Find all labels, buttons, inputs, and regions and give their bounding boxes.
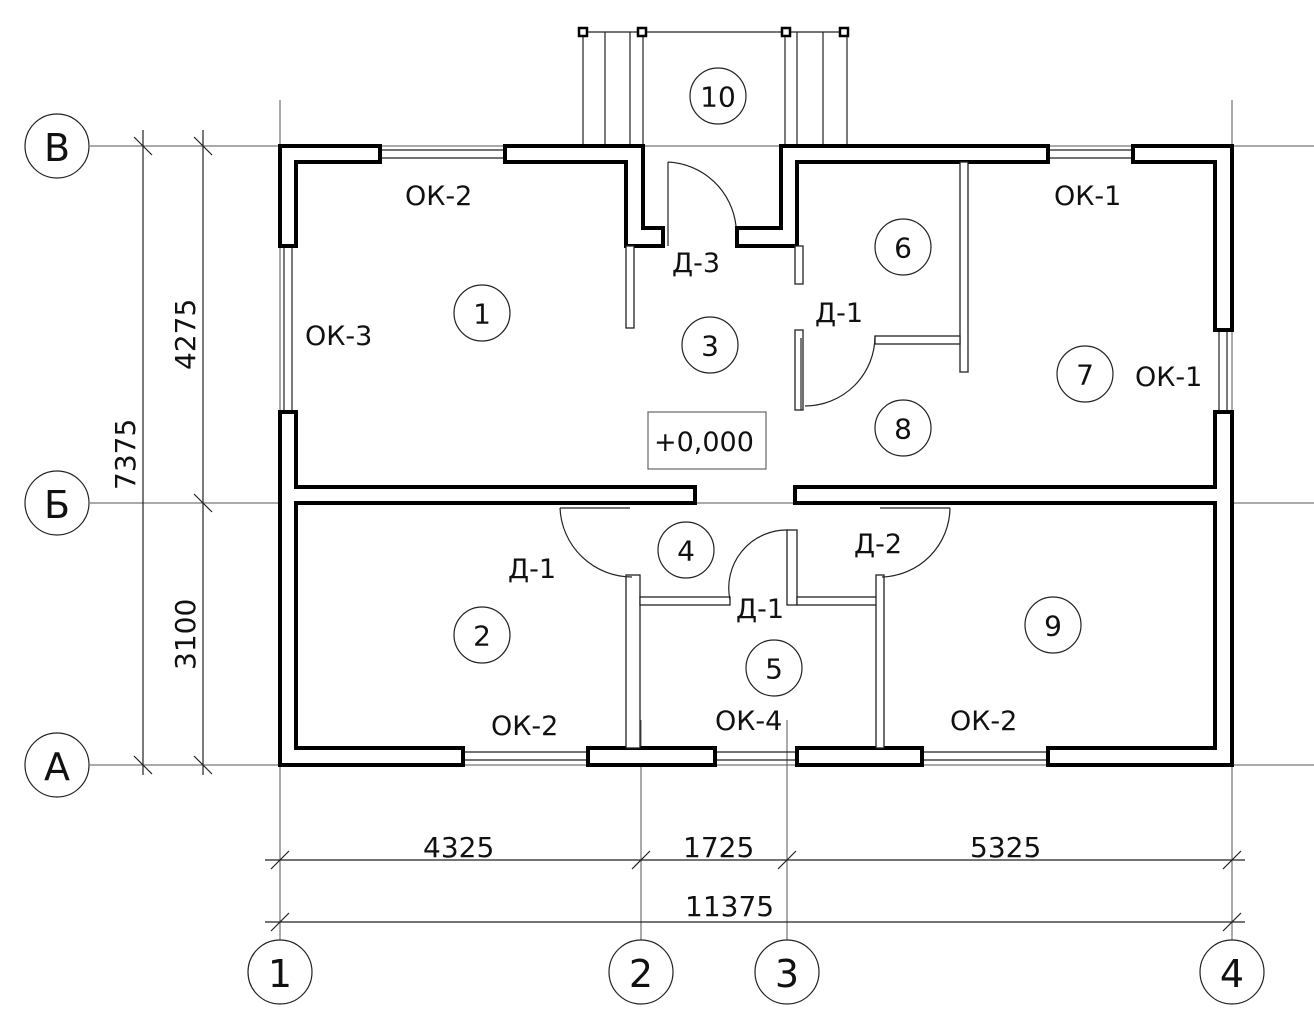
dim-5325: 5325 — [970, 831, 1041, 864]
svg-text:4: 4 — [677, 535, 695, 568]
svg-text:7: 7 — [1076, 359, 1094, 392]
label-ok4: ОК-4 — [715, 706, 782, 737]
windows — [283, 149, 1228, 761]
room-7: 7 — [1056, 345, 1114, 403]
label-ok2-top: ОК-2 — [405, 181, 472, 212]
dim-4325: 4325 — [423, 831, 494, 864]
svg-text:10: 10 — [700, 81, 736, 114]
svg-text:2: 2 — [473, 620, 491, 653]
room-8: 8 — [874, 399, 932, 457]
axis-bubble-4: 4 — [1199, 939, 1265, 1005]
svg-text:3: 3 — [701, 330, 719, 363]
svg-text:4: 4 — [1220, 952, 1244, 996]
label-d3: Д-3 — [672, 248, 720, 279]
label-d1-upper: Д-1 — [815, 298, 863, 329]
label-ok1-right: ОК-1 — [1135, 362, 1202, 393]
dim-total-horizontal: 11375 — [685, 890, 774, 923]
svg-text:А: А — [44, 745, 70, 789]
room-4: 4 — [657, 521, 715, 579]
room-5: 5 — [745, 639, 803, 697]
dim-total-vertical: 7375 — [109, 419, 142, 490]
dim-lower-vertical: 3100 — [169, 599, 202, 670]
label-d2: Д-2 — [854, 529, 902, 560]
axis-bubble-b: Б — [24, 470, 90, 536]
svg-text:Б: Б — [44, 483, 70, 527]
axis-bubble-v: В — [24, 113, 90, 179]
label-ok2-bottom-right: ОК-2 — [950, 706, 1017, 737]
label-d1-center: Д-1 — [736, 594, 784, 625]
partitions — [625, 161, 969, 749]
room-2: 2 — [453, 606, 511, 664]
svg-text:6: 6 — [894, 232, 912, 265]
svg-text:1: 1 — [268, 952, 292, 996]
dim-1725: 1725 — [683, 831, 754, 864]
exterior-walls — [278, 144, 1234, 767]
level-mark: +0,000 — [647, 411, 767, 470]
svg-text:1: 1 — [473, 298, 491, 331]
svg-text:3: 3 — [775, 952, 799, 996]
svg-text:8: 8 — [894, 413, 912, 446]
label-d1-left: Д-1 — [508, 554, 556, 585]
label-ok2-bottom-left: ОК-2 — [491, 711, 558, 742]
room-3: 3 — [681, 316, 739, 374]
axis-bubble-3: 3 — [754, 939, 820, 1005]
label-ok1-top: ОК-1 — [1054, 181, 1121, 212]
label-ok3: ОК-3 — [305, 321, 372, 352]
room-6: 6 — [874, 218, 932, 276]
porch — [577, 26, 850, 146]
room-1: 1 — [453, 284, 511, 342]
svg-text:2: 2 — [629, 952, 653, 996]
room-10: 10 — [689, 67, 747, 125]
room-9: 9 — [1024, 596, 1082, 654]
axis-bubble-a: А — [24, 732, 90, 798]
axis-bubble-1: 1 — [247, 939, 313, 1005]
doors — [559, 161, 951, 601]
svg-text:В: В — [44, 126, 70, 170]
dim-upper-vertical: 4275 — [169, 299, 202, 370]
svg-text:5: 5 — [765, 653, 783, 686]
dimension-lines — [133, 130, 1245, 932]
axis-bubble-2: 2 — [608, 939, 674, 1005]
grid-lines — [90, 100, 1314, 940]
svg-text:+0,000: +0,000 — [654, 427, 754, 458]
svg-text:9: 9 — [1044, 610, 1062, 643]
